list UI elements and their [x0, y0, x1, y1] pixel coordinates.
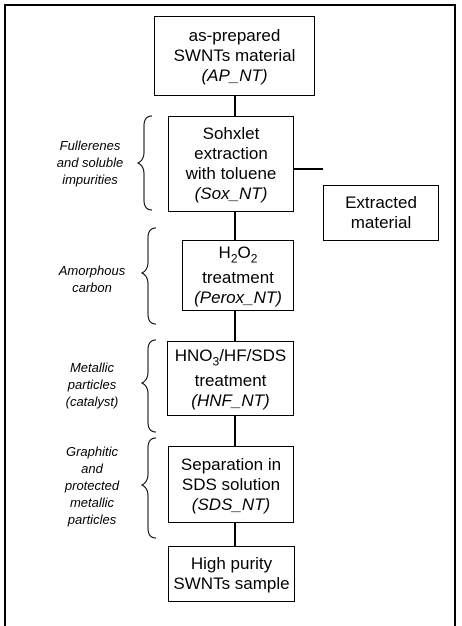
sox-line2: extraction: [194, 144, 268, 163]
brace-graphitic: [140, 437, 157, 539]
box-h2o2: H2O2 treatment (Perox_NT): [182, 240, 294, 311]
perox-line2: treatment: [202, 268, 274, 288]
connector-hnf-sds: [234, 416, 236, 446]
h2o2-h: H: [218, 242, 231, 262]
final-line1: High purity: [190, 554, 273, 573]
label-fullerenes-1: Fullerenes: [59, 138, 121, 153]
hnf-line1: HNO3/HF/SDS: [175, 346, 287, 371]
figure-frame: [4, 4, 456, 626]
label-graphitic-2: and: [81, 461, 103, 476]
label-amorphous: Amorphous carbon: [44, 262, 140, 296]
label-amorphous-1: Amorphous: [58, 263, 126, 278]
label-fullerenes-3: impurities: [62, 172, 118, 187]
sox-line3: with toluene: [185, 164, 277, 183]
brace-fullerenes: [136, 115, 153, 211]
hnf-code: (HNF_NT): [191, 391, 270, 411]
hnf-line2: treatment: [194, 371, 267, 391]
label-amorphous-2: carbon: [72, 280, 112, 295]
label-metallic-3: (catalyst): [65, 394, 119, 409]
box-extracted-material: Extracted material: [323, 185, 439, 241]
label-graphitic-3: protected: [64, 478, 120, 493]
final-line2: SWNTs sample: [173, 574, 290, 593]
h2o2-sub2: 2: [250, 251, 258, 266]
connector-sds-final: [234, 523, 236, 546]
label-graphitic-5: particles: [67, 512, 117, 527]
connector-ap-sox: [234, 96, 236, 116]
label-fullerenes: Fullerenes and soluble impurities: [42, 137, 138, 188]
box-separation: Separation in SDS solution (SDS_NT): [168, 446, 294, 523]
perox-code: (Perox_NT): [194, 288, 282, 308]
label-graphitic-4: metallic: [69, 495, 115, 510]
hnf-post: /HF/SDS: [219, 345, 287, 365]
connector-sox-extracted: [294, 168, 323, 170]
hnf-sub: 3: [212, 354, 220, 369]
sox-line1: Sohxlet: [202, 124, 260, 143]
label-graphitic: Graphitic and protected metallic particl…: [44, 443, 140, 528]
label-fullerenes-2: and soluble: [56, 155, 124, 170]
extracted-line1: Extracted: [345, 193, 417, 212]
sds-code: (SDS_NT): [191, 494, 271, 514]
ap-line2: SWNTs material: [173, 46, 296, 65]
box-as-prepared: as-prepared SWNTs material (AP_NT): [154, 16, 315, 96]
connector-perox-hnf: [234, 311, 236, 341]
braces-layer: [136, 115, 157, 539]
perox-line1: H2O2: [219, 243, 258, 268]
sds-line1: Separation in: [180, 454, 282, 474]
label-metallic-1: Metallic: [69, 360, 115, 375]
brace-metallic: [140, 339, 157, 433]
brace-amorphous: [140, 227, 157, 325]
ap-line1: as-prepared: [188, 26, 281, 45]
label-graphitic-1: Graphitic: [65, 444, 119, 459]
box-soxhlet: Sohxlet extraction with toluene (Sox_NT): [168, 116, 294, 212]
connector-sox-perox: [234, 212, 236, 240]
label-metallic-2: particles: [67, 377, 117, 392]
h2o2-o: O: [237, 242, 251, 262]
box-hno3: HNO3/HF/SDS treatment (HNF_NT): [167, 341, 294, 416]
h2o2-sub1: 2: [230, 251, 238, 266]
sds-line2: SDS solution: [181, 474, 281, 494]
sox-code: (Sox_NT): [194, 184, 268, 203]
hnf-pre: HNO: [174, 345, 213, 365]
box-high-purity: High purity SWNTs sample: [168, 546, 295, 602]
label-metallic: Metallic particles (catalyst): [44, 359, 140, 410]
ap-code: (AP_NT): [201, 66, 268, 85]
extracted-line2: material: [350, 213, 412, 232]
